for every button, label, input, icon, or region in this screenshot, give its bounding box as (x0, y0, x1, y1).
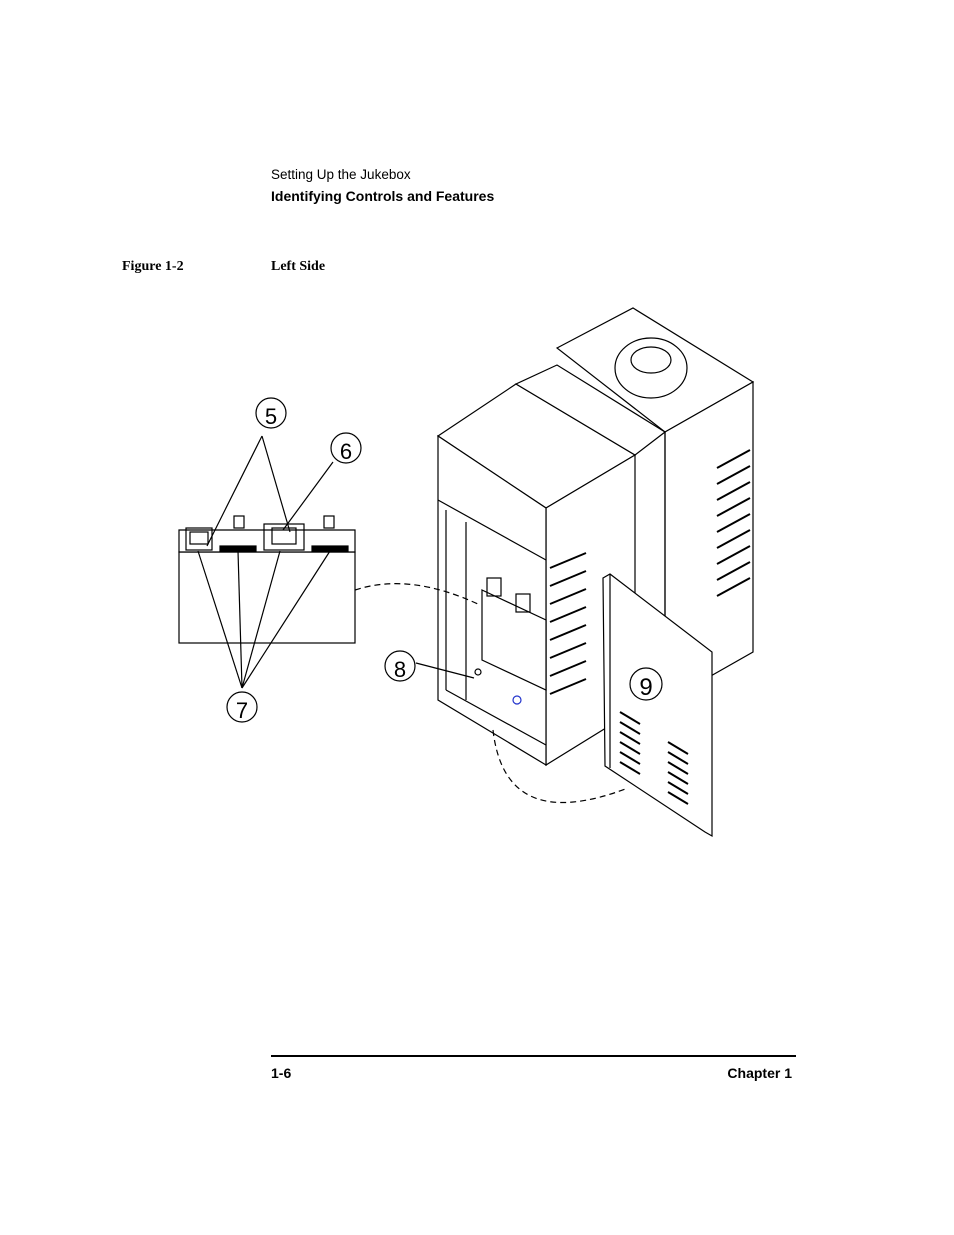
svg-text:6: 6 (340, 439, 352, 464)
figure-number: Figure 1-2 (122, 259, 184, 274)
chapter-label: Chapter 1 (727, 1065, 792, 1081)
rear-cabinet (555, 307, 755, 704)
callout-6: 6 (282, 432, 362, 531)
footer-rule (271, 1055, 796, 1057)
running-header-title: Identifying Controls and Features (271, 188, 495, 204)
callout-8: 8 (384, 650, 475, 682)
svg-text:8: 8 (394, 657, 406, 682)
page-number: 1-6 (271, 1065, 292, 1081)
running-header-section: Setting Up the Jukebox (271, 167, 411, 182)
side-panel-vents (619, 711, 689, 805)
side-panel (602, 573, 713, 838)
svg-text:5: 5 (265, 404, 277, 429)
rear-cabinet-vents (716, 449, 751, 597)
callout-7: 7 (197, 550, 331, 723)
scsi-card-detail (178, 515, 356, 644)
front-cabinet-vents (549, 552, 587, 695)
callout-9: 9 (629, 667, 663, 701)
svg-text:9: 9 (639, 674, 652, 701)
svg-text:7: 7 (236, 698, 248, 723)
callout-5: 5 (206, 397, 291, 547)
figure-caption: Left Side (271, 259, 326, 274)
